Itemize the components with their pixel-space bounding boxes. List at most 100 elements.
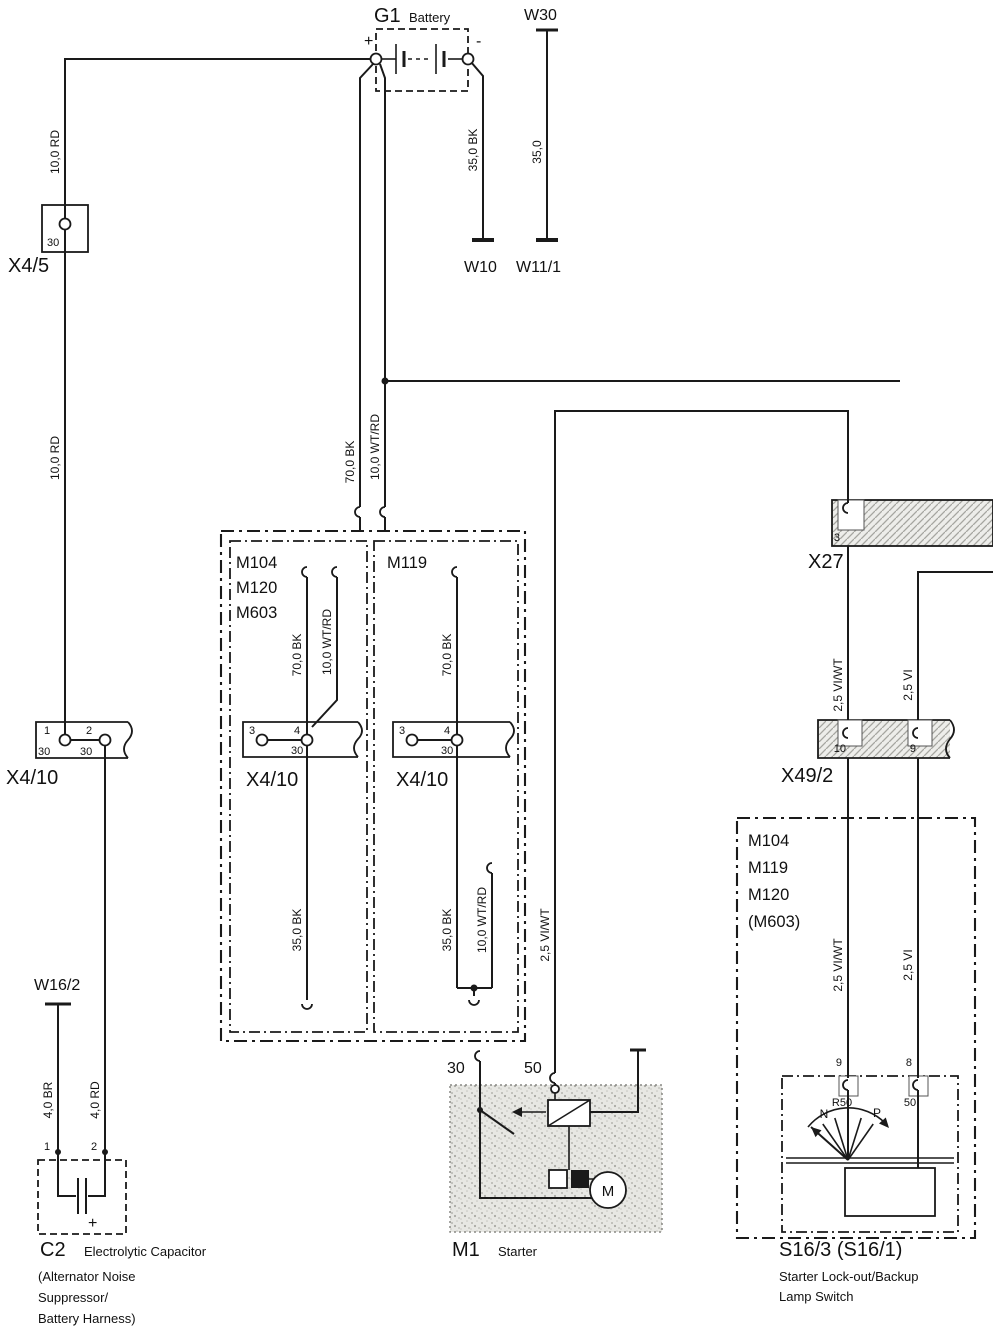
wiring [57,30,993,1197]
capacitor-symbol [37,1159,127,1235]
terminal-notch [837,719,863,747]
lockout-switch-internals [786,1107,954,1217]
switch-pin-8: 8 [906,1057,912,1069]
ground-w30-label: W30 [524,7,557,24]
wire-label-lockout-25vi: 2,5 VI [901,669,915,700]
wire-label-m104-35bk: 35,0 BK [290,909,304,952]
switch-contact-block [844,1167,936,1217]
cap-desc-1: (Alternator Noise [38,1269,136,1284]
transmission-variant-box [735,816,977,1240]
starter-name-label: Starter [498,1244,538,1259]
x49-terminal-hook-9 [912,727,919,739]
solenoid-contact-blade [479,1109,515,1135]
x27-pin-3: 3 [834,532,840,544]
cap-pin-2: 2 [91,1141,97,1153]
x4-10-m104-pin-4: 4 [294,725,300,737]
ground-w16-2-label: W16/2 [34,977,80,994]
battery-symbol [369,28,475,92]
switch-pin-9: 9 [836,1057,842,1069]
x4-5-label: X4/5 [8,255,49,277]
break-hook [468,999,480,1006]
starter-id-label: M1 [452,1239,480,1261]
break-hook [379,506,386,518]
break-hook [486,862,493,874]
battery-outline [375,28,469,92]
engine-model-m120: M120 [236,579,277,597]
switch-id-label: S16/3 (S16/1) [779,1239,902,1261]
break-hook [301,1003,313,1010]
engine-model-m104: M104 [236,554,277,572]
x4-10-m104-label: X4/10 [246,769,298,791]
terminal-notch [907,719,933,747]
x49-2-label: X49/2 [781,765,833,787]
x4-10-m119-terminal-3 [405,733,419,747]
break-hook [301,566,308,578]
wire-battery-positive-feed [64,58,373,734]
battery-minus-label: - [476,33,481,50]
cap-pin-1: 1 [44,1141,50,1153]
cap-terminal-2-dot [102,1149,108,1155]
starter-30-hook [474,1050,481,1062]
continuation-squiggle [945,719,955,759]
x4-10-m104-terminal-4 [300,733,314,747]
terminal-notch [837,499,865,531]
engine-model-m603: M603 [236,604,277,622]
x4-5-pin-30: 30 [47,237,59,249]
wire-starter-50-circuit [554,410,849,1086]
wire-label-m119-35bk: 35,0 BK [440,909,454,952]
cap-desc-3: Battery Harness) [38,1311,136,1326]
wire-main-70bk [359,62,375,531]
wire-label-switch-25viwt: 2,5 VI/WT [831,938,845,992]
battery-plus-label: + [364,33,373,50]
wire-battery-negative [470,61,484,238]
wire-m104-10wtrd [311,577,338,728]
starter-internals [477,1048,646,1209]
wire-main-10wtrd [379,63,900,531]
x4-10-m119-pin-4: 4 [444,725,450,737]
x4-10-m119-label: X4/10 [396,769,448,791]
switch-desc-1: Starter Lock-out/Backup [779,1269,918,1284]
engine-variant-box [219,529,527,1043]
x4-10-pin-2: 2 [86,725,92,737]
wire-label-35-0-bk: 35,0 BK [466,129,480,172]
x27-terminal-hook [842,502,849,514]
battery-id-label: G1 [374,5,401,27]
ground-w10-label: W10 [464,259,497,276]
continuation-squiggle [505,721,515,758]
engine-left-subbox [229,540,368,1033]
engine-box-border [219,529,527,1043]
motor-feed-wire [479,1110,592,1199]
break-hook [331,566,338,578]
cap-id-label: C2 [40,1239,66,1261]
ground-w11-1-label: W11/1 [516,259,561,276]
x4-5-terminal-30 [58,217,72,231]
wire-label-m104-70bk: 70,0 BK [290,634,304,677]
x4-10-m104-terminal-3 [255,733,269,747]
wire-label-starter-25viwt: 2,5 VI/WT [538,908,552,962]
continuation-squiggle [353,721,363,758]
wire-label-m119-70bk: 70,0 BK [440,634,454,677]
wire-label-m119-10wtrd: 10,0 WT/RD [475,887,489,953]
wire-label-10-0-wtrd-main: 10,0 WT/RD [368,414,382,480]
selector-needle-arrow [811,1127,822,1138]
connector-x27 [831,499,993,547]
switch-pin-50: 50 [904,1097,916,1109]
trans-model-m119: M119 [748,859,788,877]
main-contact-closed [571,1170,589,1188]
trans-model-m120: M120 [748,886,789,904]
continuation-squiggle [123,721,133,759]
wire-label-switch-25vi: 2,5 VI [901,949,915,980]
junction-dot [381,377,389,385]
cap-desc-2: Suppressor/ [38,1290,108,1305]
x4-10-m119-terminal-4 [450,733,464,747]
x4-10-m104-circuit-30: 30 [291,745,303,757]
switch-pin-r50: R50 [832,1097,852,1109]
junction-dot [470,984,478,992]
wire-cap-ground [57,1004,106,1197]
engine-model-m119: M119 [387,554,427,572]
x4-10-m119-circuit-30: 30 [441,745,453,757]
wire-vi-from-right [917,571,993,720]
cap-polarity: + [88,1215,97,1232]
